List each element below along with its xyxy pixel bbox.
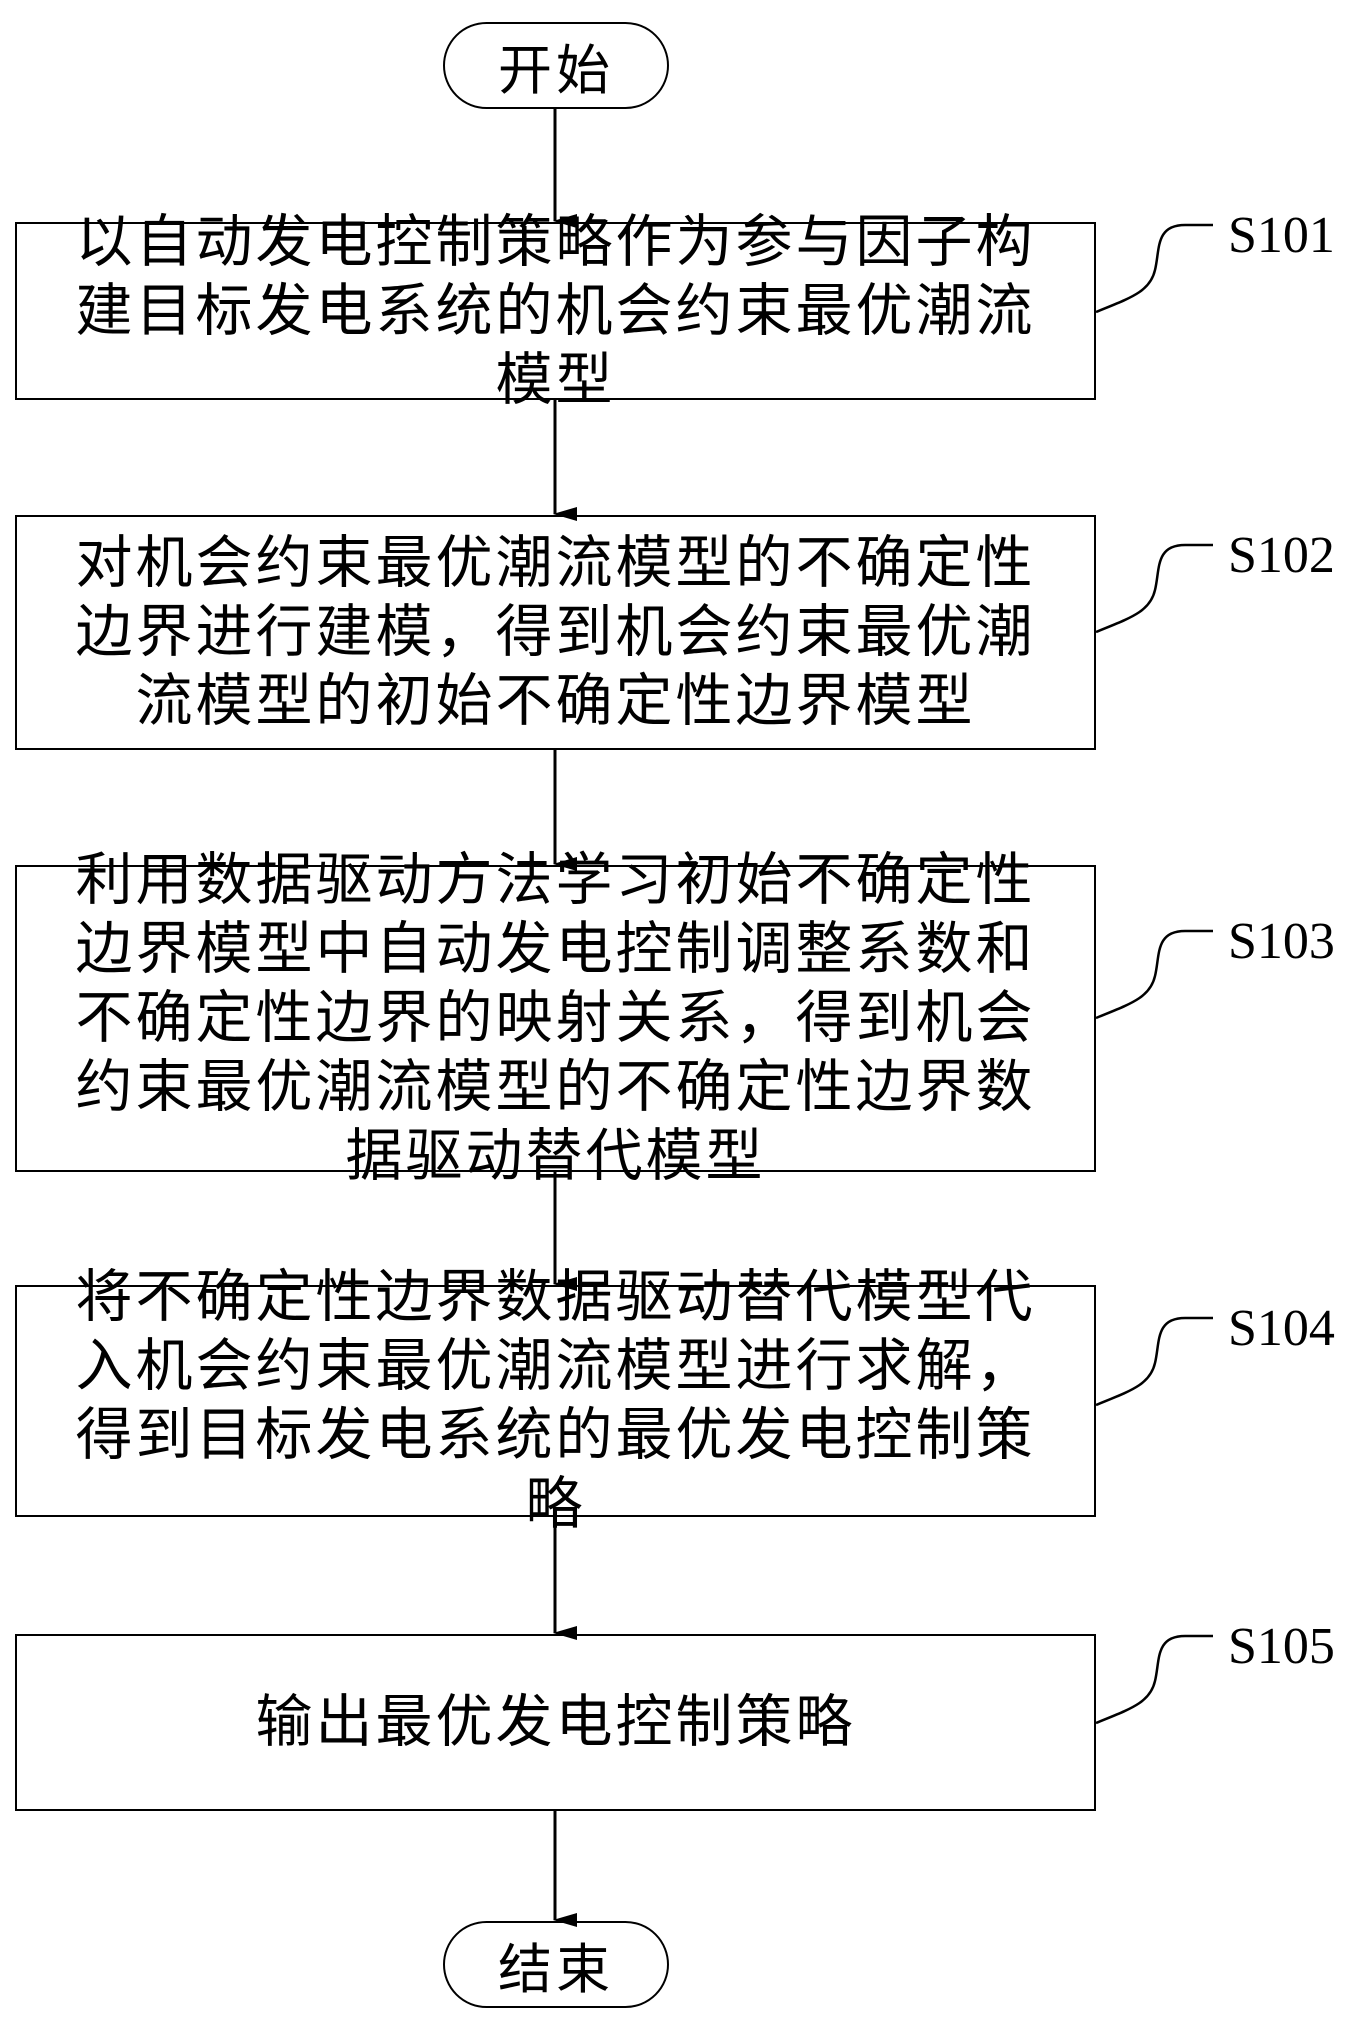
step-label-s103: S103 <box>1228 913 1335 970</box>
leader-s101 <box>1095 223 1213 314</box>
step-label-s102: S102 <box>1228 527 1335 584</box>
leader-s102 <box>1095 543 1213 634</box>
step-box-s105: 输出最优发电控制策略 <box>15 1634 1096 1811</box>
leader-s105 <box>1095 1634 1213 1725</box>
step-box-s101: 以自动发电控制策略作为参与因子构建目标发电系统的机会约束最优潮流模型 <box>15 209 1096 413</box>
step-box-s102: 对机会约束最优潮流模型的不确定性边界进行建模，得到机会约束最优潮流模型的初始不确… <box>15 515 1096 750</box>
step-label-s104: S104 <box>1228 1300 1335 1357</box>
step-label-s105: S105 <box>1228 1618 1335 1675</box>
end-label: 结束 <box>498 1938 614 2001</box>
step-text: 利用数据驱动方法学习初始不确定性边界模型中自动发电控制调整系数和不确定性边界的映… <box>75 847 1036 1189</box>
start-terminal: 开始 <box>443 22 669 109</box>
step-text: 以自动发电控制策略作为参与因子构建目标发电系统的机会约束最优潮流模型 <box>75 208 1036 413</box>
end-terminal: 结束 <box>443 1921 669 2008</box>
step-text: 对机会约束最优潮流模型的不确定性边界进行建模，得到机会约束最优潮流模型的初始不确… <box>75 530 1036 734</box>
leader-s103 <box>1095 929 1213 1020</box>
step-text: 输出最优发电控制策略 <box>255 1689 856 1755</box>
step-text: 将不确定性边界数据驱动替代模型代入机会约束最优潮流模型进行求解，得到目标发电系统… <box>75 1264 1036 1537</box>
leader-s104 <box>1095 1316 1213 1407</box>
step-label-s101: S101 <box>1228 207 1335 264</box>
start-label: 开始 <box>498 39 614 102</box>
step-box-s104: 将不确定性边界数据驱动替代模型代入机会约束最优潮流模型进行求解，得到目标发电系统… <box>15 1264 1096 1537</box>
step-box-s103: 利用数据驱动方法学习初始不确定性边界模型中自动发电控制调整系数和不确定性边界的映… <box>15 847 1096 1189</box>
